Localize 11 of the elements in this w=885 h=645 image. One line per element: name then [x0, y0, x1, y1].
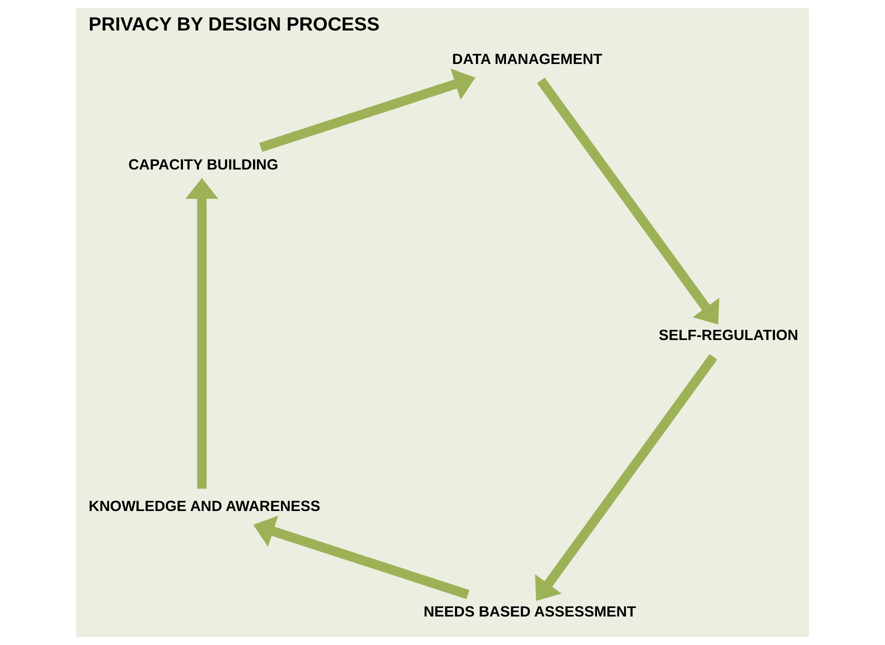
arrow	[537, 78, 720, 324]
node-text: SELF-REGULATION	[658, 328, 798, 344]
arrow	[185, 178, 218, 489]
diagram-title: PRIVACY BY DESIGN PROCESS	[88, 14, 380, 36]
node-text: CAPACITY BUILDING	[128, 157, 278, 174]
arrow	[253, 516, 470, 600]
node-text: NEEDS BASED ASSESSMENT	[424, 604, 636, 621]
node-text: DATA MANAGEMENT	[452, 52, 602, 68]
arrow	[259, 68, 476, 152]
arrow	[535, 354, 718, 601]
node-text: KNOWLEDGE AND AWARENESS	[88, 498, 320, 515]
